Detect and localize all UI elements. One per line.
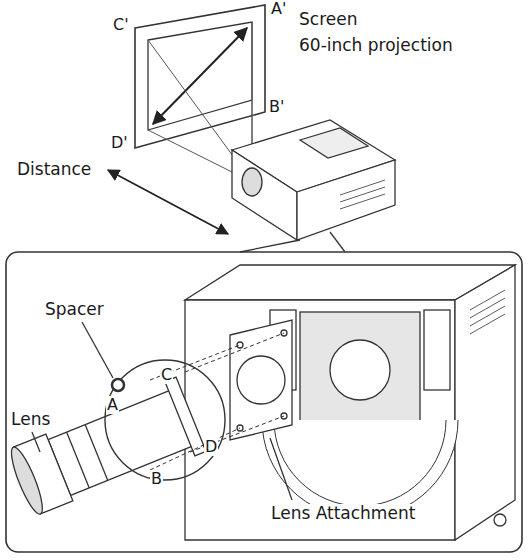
part-label: Lens Attachment [270, 504, 416, 523]
part-label: A [106, 396, 119, 414]
part-label: D [204, 438, 218, 456]
distance-arrow [108, 170, 228, 234]
lens-attachment-plate [230, 320, 292, 440]
part-label: Spacer [44, 300, 105, 319]
leader-line [32, 432, 40, 452]
leader-line [270, 438, 292, 500]
part-label: B [150, 470, 163, 488]
alignment-lines [150, 333, 284, 470]
projected-image [148, 22, 252, 130]
zoom-line [330, 232, 345, 252]
part-label: A' [270, 0, 287, 18]
leader-line [82, 322, 113, 378]
zoom-circle [105, 360, 225, 480]
part-label: 60-inch projection [298, 36, 454, 55]
part-label: Distance [16, 160, 92, 179]
part-label: Lens [10, 410, 51, 429]
part-label: B' [268, 98, 285, 116]
spacer-ring [112, 379, 124, 391]
lens [5, 377, 206, 520]
inset-frame [6, 252, 522, 552]
part-label: C [160, 366, 173, 384]
diagonal-arrow [153, 28, 247, 124]
projector-body [185, 265, 515, 540]
screen-frame [135, 5, 265, 148]
part-label: Screen [298, 10, 358, 29]
projector-small [232, 120, 395, 240]
part-label: D' [110, 134, 129, 152]
part-label: C' [112, 16, 130, 34]
zoom-line [240, 240, 300, 252]
